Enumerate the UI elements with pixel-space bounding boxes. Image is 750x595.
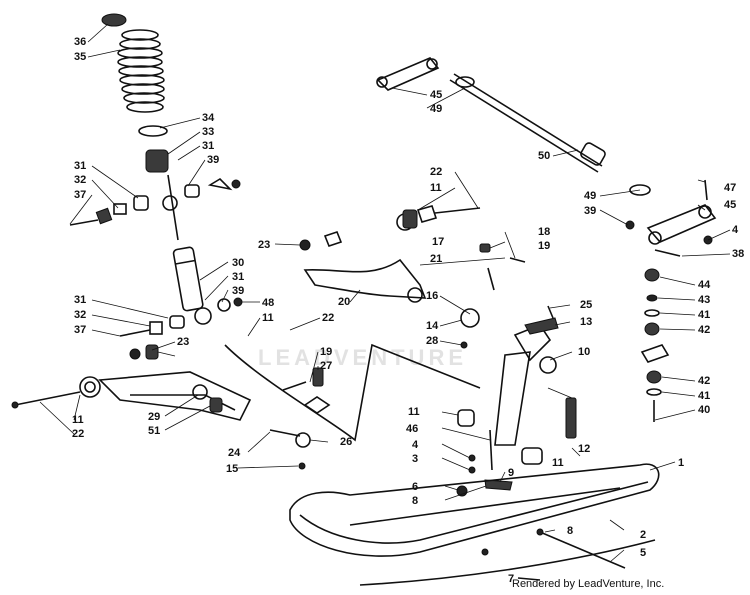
callout-38: 38 [732, 248, 744, 260]
callout-12: 12 [578, 443, 590, 455]
callout-15: 15 [226, 463, 238, 475]
callout-18: 18 [538, 226, 550, 238]
callout-25: 25 [580, 299, 592, 311]
callout-13: 13 [580, 316, 592, 328]
callout-22: 22 [430, 166, 442, 178]
ski-assembly [289, 463, 660, 586]
callout-10: 10 [578, 346, 590, 358]
callout-2: 2 [640, 529, 646, 541]
callout-31: 31 [74, 294, 86, 306]
lower-control-arm-assembly [11, 344, 331, 470]
callout-17: 17 [432, 236, 444, 248]
callout-8: 8 [412, 495, 418, 507]
callout-11: 11 [262, 312, 274, 324]
kingpin-stack [640, 268, 670, 422]
callout-8: 8 [567, 525, 573, 537]
callout-26: 26 [340, 436, 352, 448]
callout-46: 46 [406, 423, 418, 435]
callout-27: 27 [320, 360, 332, 372]
callout-48: 48 [262, 297, 274, 309]
callout-5: 5 [640, 547, 646, 559]
callout-1: 1 [678, 457, 684, 469]
callout-24: 24 [228, 447, 241, 459]
callout-31: 31 [232, 271, 244, 283]
callout-50: 50 [538, 150, 550, 162]
callout-3: 3 [412, 453, 418, 465]
credit-text: Rendered by LeadVenture, Inc. [512, 578, 665, 590]
callout-51: 51 [148, 425, 160, 437]
spring-cap-part [101, 13, 127, 27]
callout-49: 49 [430, 103, 442, 115]
callout-4: 4 [732, 224, 739, 236]
callout-28: 28 [426, 335, 438, 347]
callout-44: 44 [698, 279, 711, 291]
callout-19: 19 [320, 346, 332, 358]
callout-43: 43 [698, 294, 710, 306]
watermark-text: LEADVENTURE [258, 345, 467, 370]
steering-linkage-assembly [376, 57, 717, 257]
callout-32: 32 [74, 174, 86, 186]
callout-35: 35 [74, 51, 86, 63]
callout-37: 37 [74, 324, 86, 336]
callout-6: 6 [412, 481, 418, 493]
callout-labels: 36 35 34 33 31 39 31 32 37 22 11 23 21 1… [72, 36, 744, 585]
callout-21: 21 [430, 253, 442, 265]
spindle-assembly [224, 243, 577, 497]
callout-14: 14 [426, 320, 439, 332]
callout-11: 11 [430, 182, 442, 194]
callout-19: 19 [538, 240, 550, 252]
callout-45: 45 [430, 89, 442, 101]
callout-40: 40 [698, 404, 710, 416]
callout-45: 45 [724, 199, 736, 211]
callout-7: 7 [508, 573, 514, 585]
callout-41: 41 [698, 390, 710, 402]
callout-11: 11 [552, 457, 564, 469]
spring-seat-part [138, 125, 168, 137]
callout-37: 37 [74, 189, 86, 201]
callout-20: 20 [338, 296, 350, 308]
callout-11: 11 [408, 406, 420, 418]
callout-22: 22 [322, 312, 334, 324]
callout-39: 39 [207, 154, 219, 166]
callout-32: 32 [74, 309, 86, 321]
callout-31: 31 [74, 160, 86, 172]
bump-stop-part [145, 149, 169, 173]
upper-control-arm-assembly [299, 205, 481, 303]
callout-30: 30 [232, 257, 244, 269]
shock-body-part [172, 246, 204, 312]
callout-23: 23 [177, 336, 189, 348]
callout-4: 4 [412, 439, 419, 451]
callout-39: 39 [232, 285, 244, 297]
callout-42: 42 [698, 375, 710, 387]
callout-47: 47 [724, 182, 736, 194]
callout-41: 41 [698, 309, 710, 321]
shock-absorber-assembly [69, 13, 243, 337]
callout-29: 29 [148, 411, 160, 423]
callout-36: 36 [74, 36, 86, 48]
callout-33: 33 [202, 126, 214, 138]
callout-23: 23 [258, 239, 270, 251]
callout-39: 39 [584, 205, 596, 217]
callout-31: 31 [202, 140, 214, 152]
callout-49: 49 [584, 190, 596, 202]
callout-16: 16 [426, 290, 438, 302]
callout-22: 22 [72, 428, 84, 440]
callout-9: 9 [508, 467, 514, 479]
callout-42: 42 [698, 324, 710, 336]
callout-34: 34 [202, 112, 215, 124]
callout-11: 11 [72, 414, 84, 426]
callout-leaders [39, 23, 731, 563]
coil-spring-part [117, 29, 165, 113]
